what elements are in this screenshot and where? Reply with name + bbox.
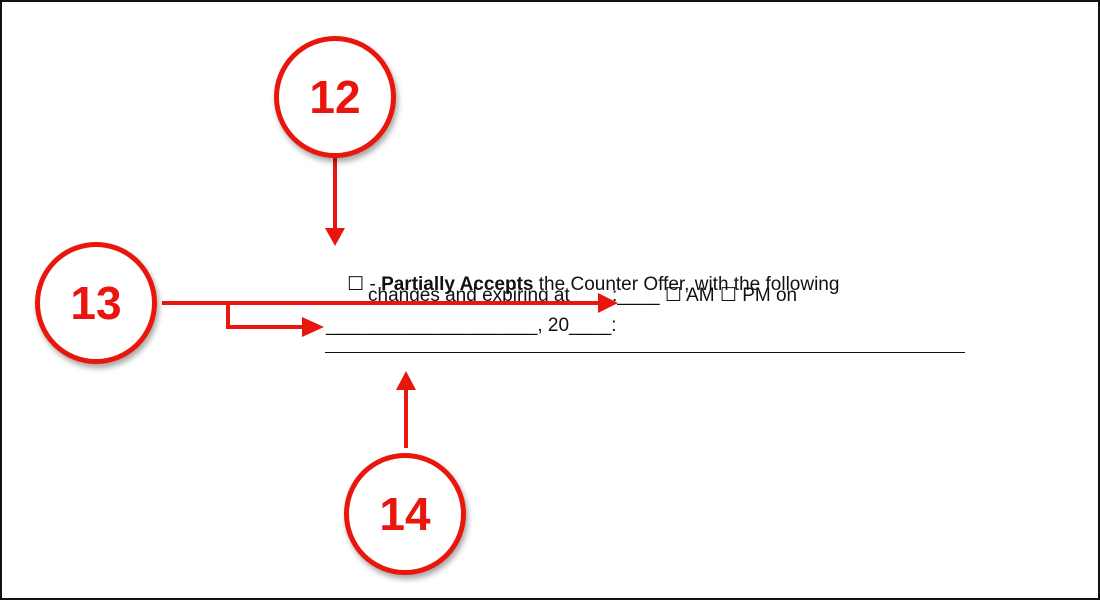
dash: -	[364, 274, 382, 295]
partially-accepts-description: the Counter Offer, with the following	[533, 274, 840, 295]
expiry-line: changes and expiring at____:____ ☐ AM ☐ …	[368, 285, 798, 306]
callout-13: 13	[35, 242, 157, 364]
changes-blank-line[interactable]	[325, 352, 965, 353]
callout-14: 14	[344, 453, 466, 575]
expiry-date-line: ____________________, 20____:	[326, 315, 617, 336]
callout-12: 12	[274, 36, 396, 158]
arrow-13b-head	[302, 317, 324, 337]
partially-accepts-line: ☐ - Partially Accepts the Counter Offer,…	[326, 256, 839, 313]
arrow-13b-shaft	[226, 303, 304, 329]
arrow-12-head	[325, 228, 345, 246]
partially-accepts-label: Partially Accepts	[381, 274, 534, 295]
partially-accepts-checkbox[interactable]: ☐	[347, 274, 365, 295]
arrow-14-head	[396, 371, 416, 390]
arrow-13a-head	[598, 293, 618, 313]
